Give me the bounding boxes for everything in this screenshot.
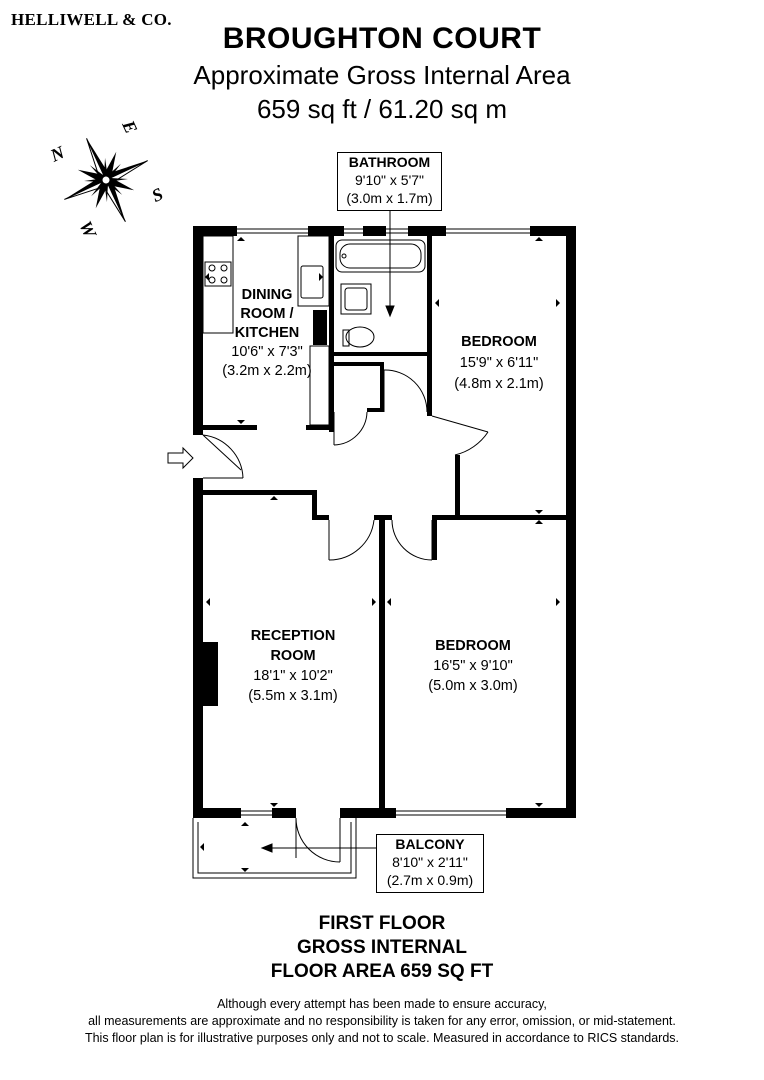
bedroom1-dim-metric: (4.8m x 2.1m) <box>454 376 544 392</box>
floor-area-summary: FIRST FLOOR GROSS INTERNAL FLOOR AREA 65… <box>0 912 764 984</box>
kitchen-fittings <box>202 235 330 426</box>
bathroom-name: BATHROOM <box>348 154 431 170</box>
area-subtitle: Approximate Gross Internal Area <box>193 60 571 90</box>
room-label-kitchen: DINING ROOM / KITCHEN 10'6" x 7'3" (3.2m… <box>212 286 322 381</box>
disclaimer-text: Although every attempt has been made to … <box>0 996 764 1047</box>
bathroom-fittings <box>335 239 426 348</box>
kitchen-dim-metric: (3.2m x 2.2m) <box>222 363 312 379</box>
compass-s-label: S <box>149 184 167 206</box>
exterior-walls <box>193 226 576 818</box>
floor-line-2: GROSS INTERNAL <box>297 937 467 958</box>
room-label-balcony: BALCONY 8'10" x 2'11" (2.7m x 0.9m) <box>376 834 484 893</box>
compass-e-label: E <box>118 116 142 136</box>
property-title: BROUGHTON COURT <box>222 22 542 55</box>
kitchen-name-3: KITCHEN <box>234 325 300 341</box>
disclaimer-line-3: This floor plan is for illustrative purp… <box>84 1031 680 1045</box>
bedroom2-dim-metric: (5.0m x 3.0m) <box>428 678 518 694</box>
balcony-dim-imperial: 8'10" x 2'11" <box>392 854 468 870</box>
bathroom-dim-imperial: 9'10" x 5'7" <box>355 172 424 188</box>
brand-logo-text: HELLIWELL & CO. <box>11 10 172 29</box>
room-label-bathroom: BATHROOM 9'10" x 5'7" (3.0m x 1.7m) <box>337 152 442 211</box>
door-swings <box>202 369 489 863</box>
compass-w-label: W <box>75 218 101 243</box>
reception-dim-metric: (5.5m x 3.1m) <box>248 688 338 704</box>
reception-dim-imperial: 18'1" x 10'2" <box>253 668 333 684</box>
floor-line-3: FLOOR AREA 659 SQ FT <box>270 961 494 982</box>
leader-lines <box>260 210 395 853</box>
floor-line-1: FIRST FLOOR <box>318 913 446 934</box>
bedroom1-dim-imperial: 15'9" x 6'11" <box>459 355 539 371</box>
reception-name-1: RECEPTION <box>250 628 336 644</box>
room-label-bedroom-2: BEDROOM 16'5" x 9'10" (5.0m x 3.0m) <box>408 636 538 696</box>
kitchen-name-1: DINING <box>241 287 293 303</box>
kitchen-name-2: ROOM / <box>240 306 294 322</box>
room-label-reception: RECEPTION ROOM 18'1" x 10'2" (5.5m x 3.1… <box>225 626 361 706</box>
balcony-dim-metric: (2.7m x 0.9m) <box>386 872 474 888</box>
bedroom2-name: BEDROOM <box>435 638 511 654</box>
bedroom1-name: BEDROOM <box>461 334 537 350</box>
compass-rose-icon <box>64 138 148 222</box>
dimension-markers <box>200 237 560 872</box>
room-label-bedroom-1: BEDROOM 15'9" x 6'11" (4.8m x 2.1m) <box>436 332 562 395</box>
bathroom-dim-metric: (3.0m x 1.7m) <box>346 190 433 206</box>
balcony-name: BALCONY <box>395 836 465 852</box>
disclaimer-line-1: Although every attempt has been made to … <box>217 997 547 1011</box>
compass-n-label: N <box>46 142 68 166</box>
area-value: 659 sq ft / 61.20 sq m <box>256 94 508 124</box>
disclaimer-line-2: all measurements are approximate and no … <box>88 1014 676 1028</box>
interior-walls <box>203 236 566 815</box>
reception-name-2: ROOM <box>270 648 316 664</box>
kitchen-dim-imperial: 10'6" x 7'3" <box>231 344 303 360</box>
bedroom2-dim-imperial: 16'5" x 9'10" <box>433 658 513 674</box>
entrance-arrow-icon <box>167 446 194 470</box>
